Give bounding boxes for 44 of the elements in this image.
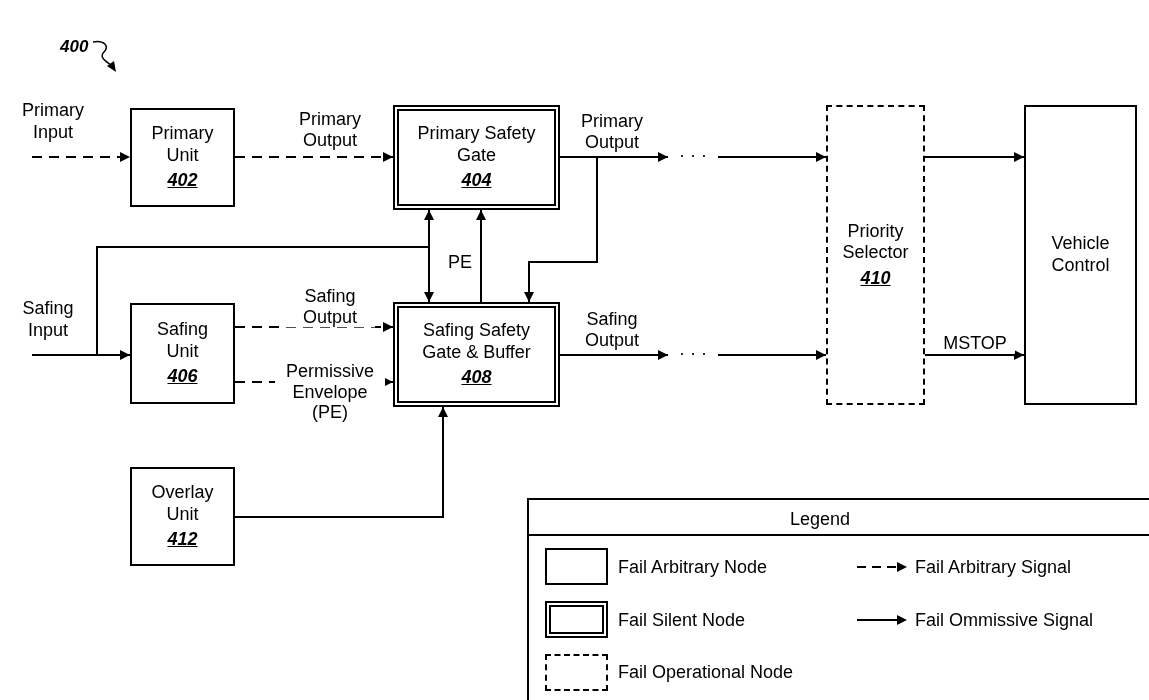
arrow <box>924 152 1025 162</box>
arrow <box>559 350 669 360</box>
process-box <box>393 302 560 407</box>
arrow <box>924 350 1025 360</box>
edge-label: Safing Output <box>285 286 375 328</box>
node-title: Primary Unit <box>150 123 215 167</box>
legend-text: Fail Arbitrary Signal <box>915 555 1072 579</box>
node-title: · · · <box>679 145 707 167</box>
arrow <box>31 246 434 356</box>
process-box <box>130 108 235 207</box>
arrow <box>31 152 131 162</box>
node-title: Safing Input <box>21 298 75 342</box>
legend-text: Fail Arbitrary Node <box>618 555 768 579</box>
reference-number: 408 <box>461 367 492 389</box>
figure-number: 400 <box>60 36 89 58</box>
reference-number: 406 <box>167 366 198 388</box>
legend-text: Fail Silent Node <box>618 608 746 632</box>
arrow <box>234 406 448 518</box>
reference-number: 410 <box>860 267 891 290</box>
process-box <box>130 467 235 566</box>
process-box <box>130 303 235 404</box>
arrow <box>524 156 598 303</box>
reference-number: 402 <box>167 170 198 192</box>
arrow <box>234 152 394 162</box>
node-title: Safing Unit <box>155 319 209 363</box>
node-title: Priority Selector <box>841 220 910 264</box>
reference-number: 412 <box>167 529 198 551</box>
reference-number: 404 <box>461 170 492 192</box>
process-box <box>826 105 925 405</box>
legend-text: Fail Ommissive Signal <box>915 608 1094 632</box>
node-title: Primary Safety Gate <box>416 123 537 167</box>
node-title: · · · <box>679 343 707 365</box>
node-title: Primary Input <box>21 100 85 144</box>
legend-text: Fail Operational Node <box>618 660 794 684</box>
process-box <box>1024 105 1137 405</box>
node-title: Overlay Unit <box>150 482 215 526</box>
arrow <box>717 350 827 360</box>
process-box <box>393 105 560 210</box>
legend-title: Legend <box>790 508 851 531</box>
node-title: Safing Safety Gate & Buffer <box>421 320 532 364</box>
arrow <box>476 209 486 303</box>
arrow <box>559 152 669 162</box>
node-title: Vehicle Control <box>1050 233 1111 277</box>
arrow <box>717 152 827 162</box>
